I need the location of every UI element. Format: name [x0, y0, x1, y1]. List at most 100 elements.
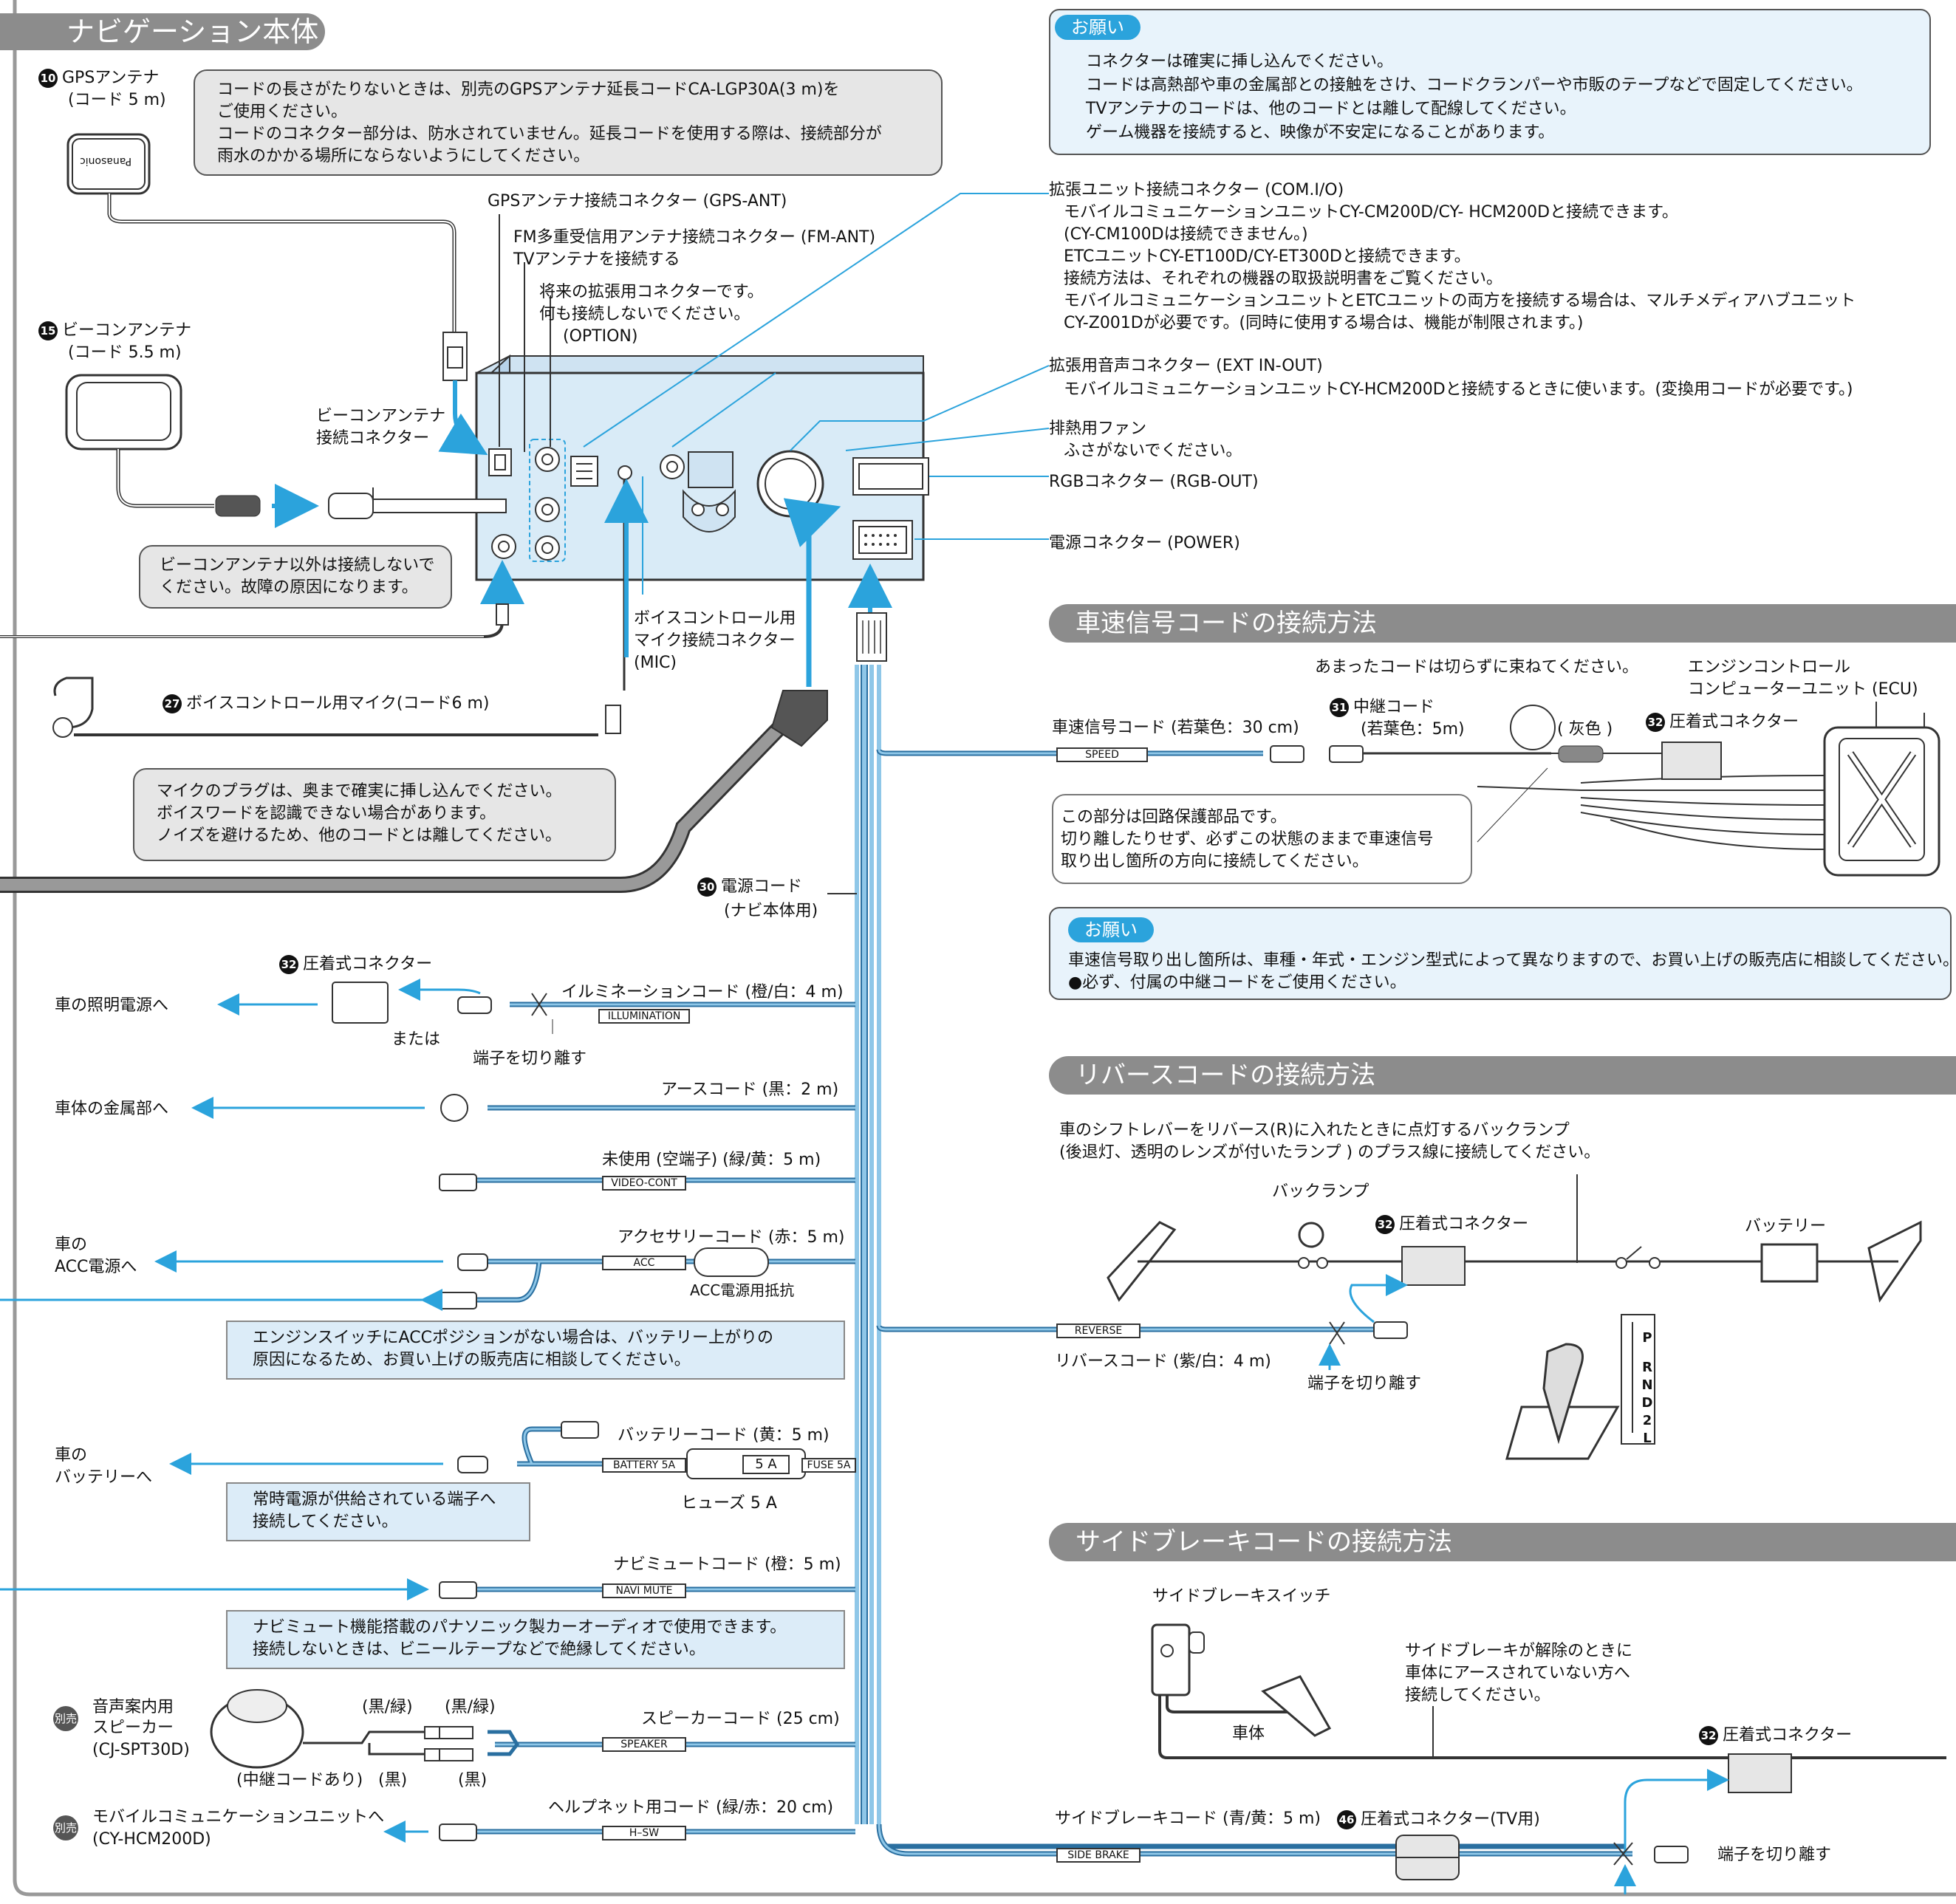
gear-n: N	[1641, 1377, 1653, 1393]
num-10-icon: 10	[38, 69, 58, 88]
battery-dest: 車の	[55, 1446, 88, 1465]
request-line: ゲーム機器を接続すると、映像が不安定になることがあります。	[1086, 123, 1555, 142]
num-46-icon: 46	[1337, 1810, 1356, 1829]
speed-note: この部分は回路保護部品です。 切り離したりせず、必ずこの状態のままで車速信号 取…	[1052, 794, 1472, 884]
com-line: CY-Z001Dが必要です。(同時に使用する場合は、機能が制限されます。)	[1064, 314, 1584, 332]
com-line: 接続方法は、それぞれの機器の取扱説明書をご覧ください。	[1064, 270, 1503, 288]
hsw-tag: H–SW	[602, 1826, 686, 1840]
option-label: (OPTION)	[563, 327, 638, 346]
navimute-note-line: 接続しないときは、ビニールテープなどで絶縁してください。	[253, 1640, 705, 1659]
num-15-icon: 15	[38, 321, 58, 340]
mic-note-line: ボイスワードを認識できない場合があります。	[157, 804, 496, 823]
reverse-header: リバースコードの接続方法	[1049, 1056, 1956, 1095]
brake-note: 接続してください。	[1405, 1686, 1550, 1705]
num-32-icon: 32	[1646, 713, 1665, 732]
ext-line: モバイルコミュニケーションユニットCY-HCM200Dと接続するときに使います。…	[1064, 380, 1853, 399]
gps-note-line: コードのコネクター部分は、防水されていません。延長コードを使用する際は、接続部分…	[217, 125, 882, 143]
ext-title: 拡張用音声コネクター (EXT IN-OUT)	[1049, 357, 1323, 375]
gear-indicator: P R N D 2 L	[1636, 1329, 1658, 1448]
acc-resistor: ACC電源用抵抗	[690, 1281, 795, 1299]
earth-dest: 車体の金属部へ	[55, 1100, 169, 1118]
mic-note-line: ノイズを避けるため、他のコードとは離してください。	[157, 826, 562, 845]
speaker-badge: 別売	[53, 1706, 78, 1731]
battery-note-line: 常時電源が供給されている端子へ	[253, 1490, 496, 1509]
com-line: モバイルコミュニケーションユニットとETCユニットの両方を接続する場合は、マルチ…	[1064, 292, 1856, 310]
com-title: 拡張ユニット接続コネクター (COM.I/O)	[1049, 181, 1344, 199]
illum-tag: ILLUMINATION	[598, 1009, 690, 1024]
earth-label: アースコード (黒：2 m)	[661, 1081, 839, 1099]
request-box: お願い コネクターは確実に挿し込んでください。 コードは高熱部や車の金属部との接…	[1049, 9, 1931, 155]
request-label: お願い	[1055, 15, 1141, 40]
speaker-label: スピーカーコード (25 cm)	[641, 1710, 840, 1728]
num-30-icon: 30	[697, 877, 717, 897]
battery-label: バッテリーコード (黄：5 m)	[618, 1426, 830, 1445]
rgb-label: RGBコネクター (RGB-OUT)	[1049, 473, 1259, 491]
gps-note: コードの長さがたりないときは、別売のGPSアンテナ延長コードCA-LGP30A(…	[194, 69, 943, 176]
option-label: 将来の拡張用コネクターです。	[539, 283, 764, 301]
illum-or: または	[391, 1030, 441, 1049]
reverse-battery: バッテリー	[1745, 1217, 1827, 1236]
speaker-b1: (黒)	[378, 1771, 408, 1790]
beacon-note-line: ください。故障の原因になります。	[160, 578, 418, 597]
lamp-label: バックランプ	[1272, 1182, 1369, 1201]
ecu-label: エンジンコントロール	[1688, 658, 1851, 677]
fuse-label: ヒューズ 5 A	[681, 1494, 777, 1513]
tv-ant-label: TVアンテナを接続する	[513, 250, 680, 269]
acc-dest: 車の	[55, 1236, 88, 1254]
brake-switch: サイドブレーキスイッチ	[1152, 1587, 1331, 1606]
navimute-tag: NAVI MUTE	[602, 1583, 686, 1598]
gear-d: D	[1641, 1395, 1653, 1411]
brake-tag: SIDE BRAKE	[1056, 1848, 1141, 1863]
beacon-cord: (コード 5.5 m)	[68, 343, 182, 362]
gps-note-line: コードの長さがたりないときは、別売のGPSアンテナ延長コードCA-LGP30A(…	[217, 81, 840, 99]
mic-connector-label: マイク接続コネクター	[634, 631, 796, 650]
gear-l: L	[1643, 1431, 1652, 1446]
num-32-icon: 32	[1699, 1726, 1718, 1745]
request2-box: お願い 車速信号取り出し箇所は、車種・年式・エンジン型式によって異なりますので、…	[1049, 907, 1956, 1000]
fan-line: ふさがないでください。	[1064, 442, 1242, 460]
illum-dest: 車の照明電源へ	[55, 996, 169, 1015]
acc-tag: ACC	[602, 1256, 686, 1270]
gps-cord: (コード 5 m)	[68, 91, 166, 109]
power-cord-sub: (ナビ本体用)	[724, 902, 818, 920]
speaker-bg2: (黒/緑)	[445, 1698, 496, 1716]
num-32-icon: 32	[279, 955, 298, 974]
speaker-name: (CJ-SPT30D)	[92, 1741, 190, 1759]
fuse-tag: FUSE 5A	[801, 1458, 856, 1473]
battery-dest: バッテリーへ	[55, 1468, 153, 1487]
acc-label: アクセサリーコード (赤：5 m)	[618, 1228, 845, 1247]
fm-ant-label: FM多重受信用アンテナ接続コネクター (FM-ANT)	[513, 228, 876, 247]
speed-relay-sub: (若葉色：5m)	[1361, 720, 1465, 739]
illum-cut: 端子を切り離す	[473, 1049, 587, 1068]
title-bar	[0, 13, 325, 50]
navimute-note-line: ナビミュート機能搭載のパナソニック製カーオーディオで使用できます。	[253, 1618, 787, 1637]
speed-header: 車速信号コードの接続方法	[1049, 604, 1956, 643]
hsw-dest: モバイルコミュニケーションユニットへ	[92, 1808, 385, 1826]
speed-cord: 車速信号コード (若葉色：30 cm)	[1052, 719, 1299, 737]
gear-r: R	[1642, 1360, 1652, 1375]
gps-note-line: ご使用ください。	[217, 103, 348, 121]
request2-line: ●必ず、付属の中継コードをご使用ください。	[1068, 973, 1406, 992]
gear-2: 2	[1642, 1413, 1652, 1428]
speed-tag: SPEED	[1056, 747, 1148, 762]
option-label: 何も接続しないでください。	[539, 305, 750, 323]
brake-cord: サイドブレーキコード (青/黄：5 m)	[1055, 1809, 1321, 1828]
navimute-note: ナビミュート機能搭載のパナソニック製カーオーディオで使用できます。 接続しないと…	[226, 1610, 845, 1669]
brake-header: サイドブレーキコードの接続方法	[1049, 1523, 1956, 1561]
speed-note-line: 取り出し箇所の方向に接続してください。	[1061, 852, 1369, 871]
mic-note-line: マイクのプラグは、奥まで確実に挿し込んでください。	[157, 782, 562, 801]
power-label: 電源コネクター (POWER)	[1049, 534, 1240, 552]
reverse-desc: (後退灯、透明のレンズが付いたランプ ) のプラス線に接続してください。	[1059, 1143, 1601, 1162]
beacon-connector-label: 接続コネクター	[316, 429, 430, 448]
speaker-tag: SPEAKER	[602, 1737, 686, 1752]
battery-note: 常時電源が供給されている端子へ 接続してください。	[226, 1482, 530, 1541]
reverse-cord: リバースコード (紫/白：4 m)	[1055, 1352, 1271, 1371]
unused-tag: VIDEO-CONT	[602, 1176, 686, 1191]
